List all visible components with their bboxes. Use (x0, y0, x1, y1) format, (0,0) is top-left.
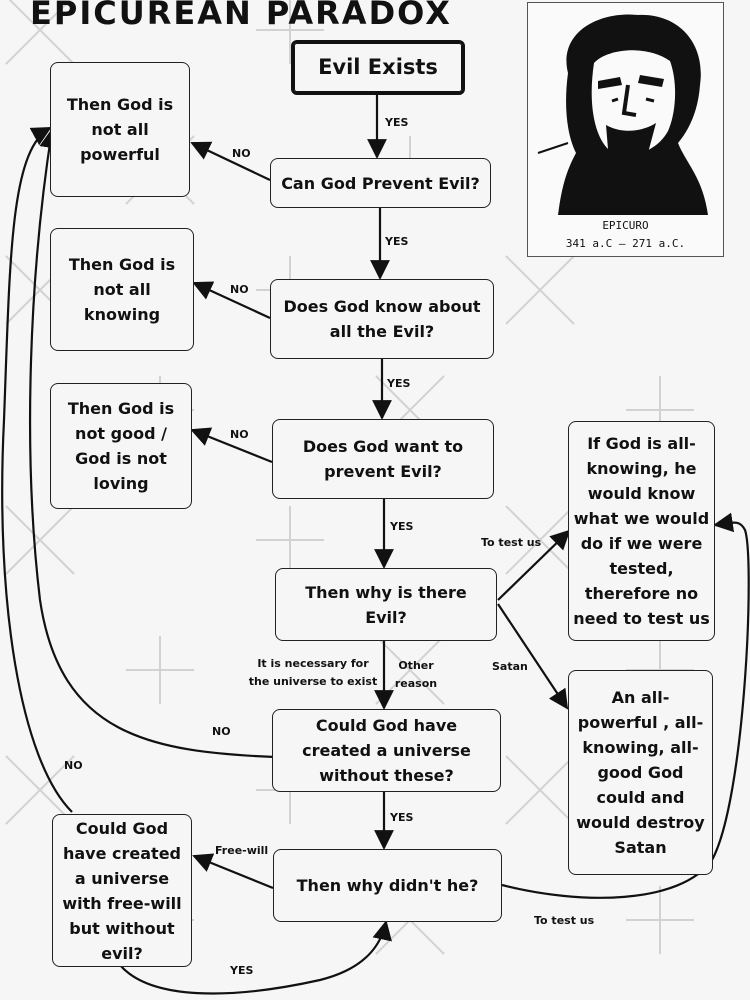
can-prevent-node: Can God Prevent Evil? (270, 158, 491, 208)
other-reason-label: Other reason (394, 659, 438, 690)
yes-label: YES (390, 520, 414, 533)
necessary-label: It is necessary for the universe to exis… (248, 657, 378, 688)
to-test-us-label: To test us (534, 914, 595, 927)
why-evil-node: Then why is there Evil? (275, 568, 497, 641)
evil-exists-node: Evil Exists (291, 40, 465, 95)
not-powerful-node: Then God is not all powerful (50, 62, 190, 197)
epicurus-bust-icon (537, 14, 708, 215)
satan-label: Satan (492, 660, 528, 673)
yes-label: YES (230, 964, 254, 977)
could-create-node: Could God have created a universe withou… (272, 709, 501, 792)
knows-evil-node: Does God know about all the Evil? (270, 279, 494, 359)
satan-response-node: An all-powerful , all-knowing, all-good … (568, 670, 713, 875)
portrait-years: 341 a.C — 271 a.C. (565, 237, 686, 250)
page-title: EPICUREAN PARADOX (30, 0, 452, 32)
free-will-label: Free-will (215, 844, 269, 857)
no-label: NO (230, 428, 249, 441)
no-label: NO (232, 147, 251, 160)
yes-label: YES (385, 116, 409, 129)
to-test-us-label: To test us (481, 536, 542, 549)
yes-label: YES (390, 811, 414, 824)
no-label: NO (230, 283, 249, 296)
epicurus-portrait: EPICURO 341 a.C — 271 a.C. (527, 2, 724, 257)
portrait-name: EPICURO (602, 219, 649, 232)
why-didnt-node: Then why didn't he? (273, 849, 502, 922)
not-knowing-node: Then God is not all knowing (50, 228, 194, 351)
test-response-node: If God is all-knowing, he would know wha… (568, 421, 715, 641)
yes-label: YES (385, 235, 409, 248)
no-label: NO (212, 725, 231, 738)
yes-label: YES (387, 377, 411, 390)
freewill-question-node: Could God have created a universe with f… (52, 814, 192, 967)
wants-prevent-node: Does God want to prevent Evil? (272, 419, 494, 499)
not-good-node: Then God is not good / God is not loving (50, 383, 192, 509)
no-label: NO (64, 759, 83, 772)
